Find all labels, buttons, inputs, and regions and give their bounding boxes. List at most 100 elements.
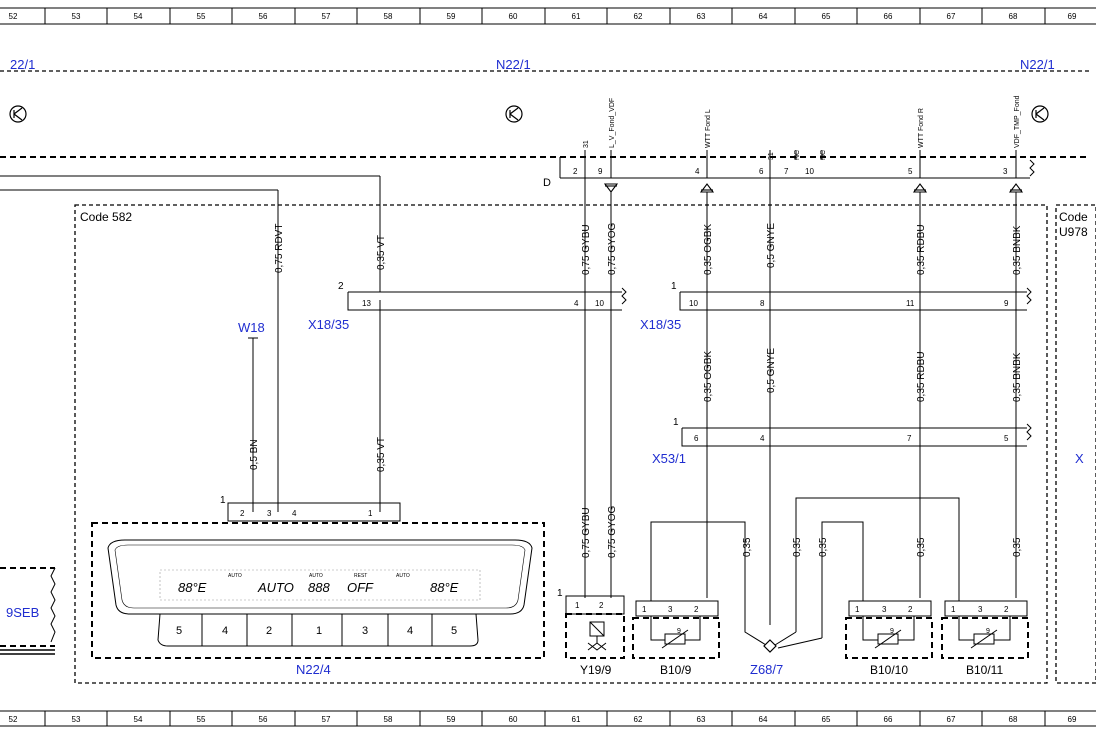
svg-text:REST: REST [354, 573, 367, 579]
transistor-icon [9, 105, 27, 123]
grid-col-label: 67 [947, 715, 956, 724]
n22-4-connector: 1 2 3 4 1 [220, 495, 401, 522]
grid-col-label: 62 [634, 12, 643, 21]
display-temp-left: 88°E [178, 580, 207, 595]
component-label: N22/4 [296, 662, 331, 677]
panel-button[interactable]: 5 [451, 625, 457, 637]
grid-col-label: 57 [322, 12, 331, 21]
n22-4-boundary [91, 522, 545, 659]
svg-text:4: 4 [695, 167, 700, 176]
connector-label-w18: W18 [238, 320, 265, 335]
svg-text:13: 13 [362, 299, 371, 308]
ground-wiring: Z68/7 [650, 497, 960, 677]
connector-label: X18/35 [308, 317, 349, 332]
svg-text:1: 1 [220, 495, 226, 506]
svg-text:9: 9 [598, 167, 603, 176]
component-label: Z68/7 [750, 662, 783, 677]
grid-col-label: 69 [1068, 12, 1077, 21]
panel-button[interactable]: 4 [407, 625, 413, 637]
b10-9-sensor: 1 3 2 9 B10/9 [632, 600, 720, 677]
panel-button[interactable]: 3 [362, 625, 368, 637]
panel-button[interactable]: 4 [222, 625, 228, 637]
grid-col-label: 53 [72, 715, 81, 724]
grid-col-label: 55 [197, 715, 206, 724]
svg-text:2: 2 [1004, 605, 1009, 614]
component-label: Y19/9 [580, 663, 612, 677]
panel-button[interactable]: 1 [316, 625, 322, 637]
grid-col-label: 57 [322, 715, 331, 724]
grid-col-label: 67 [947, 12, 956, 21]
svg-text:10: 10 [805, 167, 814, 176]
header-pin: 3 VDF_TMP_Fond [1003, 95, 1021, 178]
svg-text:2: 2 [694, 605, 699, 614]
svg-text:2: 2 [240, 509, 245, 518]
grid-col-label: 56 [259, 12, 268, 21]
component-label: B10/11 [966, 663, 1003, 677]
grid-col-label: 55 [197, 12, 206, 21]
svg-text:1: 1 [673, 417, 679, 428]
grid-col-label: 52 [9, 12, 18, 21]
connector-x18-35-left: 2 13 4 10 X18/35 [308, 281, 627, 332]
wire-label: 0,5 BN [249, 439, 260, 470]
svg-text:10: 10 [689, 299, 698, 308]
grid-col-label: 52 [9, 715, 18, 724]
header-pin: 5 WTT Fond R [908, 108, 925, 178]
grid-col-label: 66 [884, 12, 893, 21]
y19-9-valve: 1 1 2 Y19/9 [557, 588, 625, 677]
grid-col-label: 53 [72, 12, 81, 21]
svg-text:7: 7 [907, 434, 912, 443]
svg-text:2: 2 [599, 601, 604, 610]
svg-text:1: 1 [368, 509, 373, 518]
component-label: B10/10 [870, 663, 908, 677]
wire-label: 0,35 BNBK [1012, 225, 1023, 275]
transistor-icon [1031, 105, 1049, 123]
svg-text:10: 10 [595, 299, 604, 308]
panel-button[interactable]: 5 [176, 625, 182, 637]
svg-text:3: 3 [267, 509, 272, 518]
svg-text:AUTO: AUTO [228, 573, 242, 579]
svg-text:3: 3 [1003, 167, 1008, 176]
code-sub-label-right: U978 [1059, 225, 1088, 239]
svg-text:4: 4 [760, 434, 765, 443]
wire-label: 0,35 [792, 537, 803, 557]
grid-col-label: 68 [1009, 12, 1018, 21]
svg-text:9: 9 [890, 628, 894, 635]
wire-label: 0,35 [916, 537, 927, 557]
b10-11-sensor: 1 3 2 9 B10/11 [941, 600, 1029, 677]
svg-text:3: 3 [882, 605, 887, 614]
svg-text:NC: NC [820, 150, 827, 160]
code-label: Code 582 [80, 210, 132, 224]
grid-col-label: 69 [1068, 715, 1077, 724]
svg-text:1: 1 [557, 588, 563, 599]
wire-label: 0,35 OGBK [703, 351, 714, 402]
svg-text:8: 8 [760, 299, 765, 308]
svg-text:1: 1 [671, 281, 677, 292]
svg-text:9: 9 [677, 628, 681, 635]
grid-col-label: 66 [884, 715, 893, 724]
wire-label: 0,75 GYOG [607, 506, 618, 558]
wire-label: 0,35 [1012, 537, 1023, 557]
grid-col-label: 60 [509, 12, 518, 21]
svg-text:1: 1 [855, 605, 860, 614]
grid-col-label: 58 [384, 12, 393, 21]
panel-button[interactable]: 2 [266, 625, 272, 637]
display-temp-right: 88°E [430, 580, 459, 595]
svg-text:5: 5 [1004, 434, 1009, 443]
svg-text:WTT Fond L: WTT Fond L [705, 109, 712, 148]
row-letter: D [543, 177, 551, 189]
svg-text:2: 2 [908, 605, 913, 614]
header-pin: 2 31 [573, 140, 590, 178]
grid-col-label: 54 [134, 715, 143, 724]
grid-col-label: 59 [447, 715, 456, 724]
grid-col-label: 61 [572, 12, 581, 21]
wire-label: 0,35 RDBU [916, 351, 927, 402]
transistor-icon [505, 105, 523, 123]
grid-col-label: 65 [822, 12, 831, 21]
svg-text:6: 6 [694, 434, 699, 443]
svg-text:5: 5 [908, 167, 913, 176]
grid-col-label: 61 [572, 715, 581, 724]
left-harness-wires [0, 175, 381, 512]
vertical-wires [248, 178, 1017, 625]
wire-label: 0,5 GNYE [766, 348, 777, 393]
